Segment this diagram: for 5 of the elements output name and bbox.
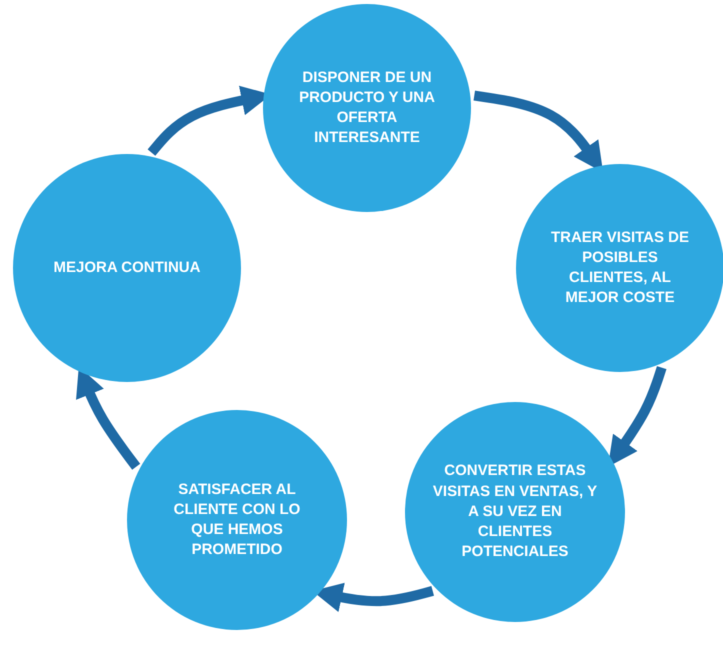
step-label: SATISFACER AL CLIENTE CON LO QUE HEMOS PROMETIDO bbox=[172, 480, 302, 560]
step-label: TRAER VISITAS DE POSIBLES CLIENTES, AL MEJOR COSTE bbox=[550, 228, 690, 308]
step-label: CONVERTIR ESTAS VISITAS EN VENTAS, Y A SU VEZ EN CLIENTES POTENCIALES bbox=[432, 461, 598, 562]
step-label: DISPONER DE UN PRODUCTO Y UNA OFERTA INTERESANTE bbox=[298, 68, 436, 148]
step-label: MEJORA CONTINUA bbox=[52, 258, 202, 278]
